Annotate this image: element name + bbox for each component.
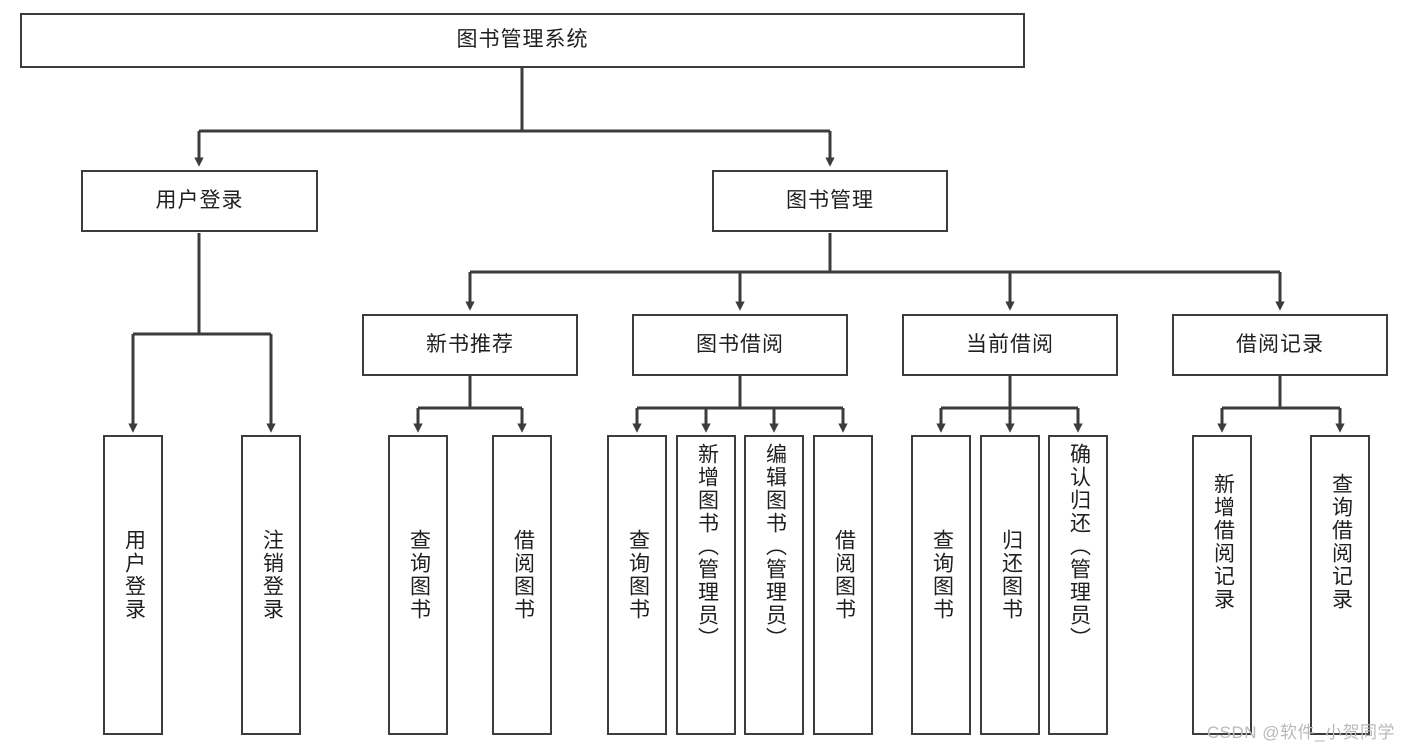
leaf-borrow-record-query-record[interactable]: 查询借阅记录 bbox=[1310, 435, 1370, 735]
node-label: 用户登录 bbox=[122, 529, 146, 621]
node-label: 图书管理系统 bbox=[456, 28, 589, 52]
node-label: 查询图书 bbox=[626, 529, 650, 621]
node-book-management[interactable]: 图书管理 bbox=[712, 170, 948, 232]
node-new-book-recommend[interactable]: 新书推荐 bbox=[362, 314, 578, 376]
leaf-new-book-query-book[interactable]: 查询图书 bbox=[388, 435, 448, 735]
node-current-borrow[interactable]: 当前借阅 bbox=[902, 314, 1118, 376]
node-label: 用户登录 bbox=[155, 188, 244, 212]
leaf-current-borrow-query-book[interactable]: 查询图书 bbox=[911, 435, 971, 735]
leaf-book-borrow-add-book-admin[interactable]: 新增图书（管理员） bbox=[676, 435, 736, 735]
node-label: 新增借阅记录 bbox=[1211, 473, 1235, 611]
leaf-new-book-borrow-book[interactable]: 借阅图书 bbox=[492, 435, 552, 735]
node-label: 新书推荐 bbox=[426, 332, 514, 356]
leaf-current-borrow-return-book[interactable]: 归还图书 bbox=[980, 435, 1040, 735]
leaf-current-borrow-confirm-return-admin[interactable]: 确认归还（管理员） bbox=[1048, 435, 1108, 735]
node-label: 当前借阅 bbox=[966, 332, 1054, 356]
node-label: 查询图书 bbox=[930, 529, 954, 621]
node-label: 查询图书 bbox=[407, 529, 431, 621]
csdn-watermark: CSDN @软件_小贺同学 bbox=[1206, 723, 1395, 742]
leaf-book-borrow-edit-book-admin[interactable]: 编辑图书（管理员） bbox=[744, 435, 804, 735]
leaf-user-login-login[interactable]: 用户登录 bbox=[103, 435, 163, 735]
node-label: 归还图书 bbox=[999, 529, 1023, 621]
node-label: 借阅图书 bbox=[832, 529, 856, 621]
node-label: 确认归还（管理员） bbox=[1067, 443, 1091, 650]
leaf-borrow-record-add-record[interactable]: 新增借阅记录 bbox=[1192, 435, 1252, 735]
leaf-book-borrow-query-book[interactable]: 查询图书 bbox=[607, 435, 667, 735]
leaf-book-borrow-borrow-book[interactable]: 借阅图书 bbox=[813, 435, 873, 735]
node-book-borrow[interactable]: 图书借阅 bbox=[632, 314, 848, 376]
node-label: 注销登录 bbox=[260, 529, 284, 621]
leaf-user-login-logout[interactable]: 注销登录 bbox=[241, 435, 301, 735]
node-root-book-management-system[interactable]: 图书管理系统 bbox=[20, 13, 1025, 68]
node-label: 图书借阅 bbox=[696, 332, 784, 356]
node-label: 新增图书（管理员） bbox=[695, 443, 719, 650]
node-label: 编辑图书（管理员） bbox=[763, 443, 787, 650]
node-borrow-record[interactable]: 借阅记录 bbox=[1172, 314, 1388, 376]
node-user-login[interactable]: 用户登录 bbox=[81, 170, 318, 232]
node-label: 借阅记录 bbox=[1236, 332, 1324, 356]
node-label: 图书管理 bbox=[786, 188, 874, 212]
node-label: 借阅图书 bbox=[511, 529, 535, 621]
node-label: 查询借阅记录 bbox=[1329, 473, 1353, 611]
